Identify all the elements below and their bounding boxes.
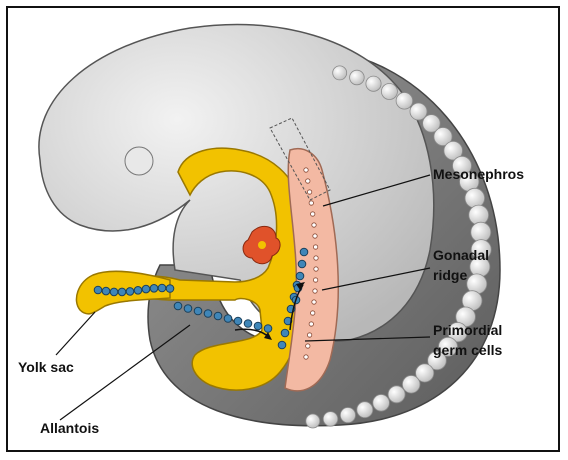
germ-cell: [280, 328, 290, 338]
tubule-dot: [312, 244, 319, 250]
somite: [380, 83, 398, 100]
leader-allantois: [59, 324, 191, 421]
germ-cell: [157, 283, 167, 293]
somite: [356, 401, 374, 419]
tubule-dot: [311, 299, 317, 305]
somite: [409, 102, 428, 121]
tubule-dot: [312, 233, 318, 239]
somite: [332, 65, 348, 81]
somite: [447, 322, 468, 343]
germ-cell: [93, 285, 103, 295]
tubule-dot: [303, 167, 309, 173]
tubule-dot: [306, 189, 313, 195]
tubule-dot: [303, 354, 309, 360]
heart-center: [258, 241, 266, 249]
label-gonadal-ridge-1: Gonadal: [433, 247, 490, 263]
somite: [339, 407, 356, 424]
somite: [372, 394, 390, 412]
tubule-dot: [310, 310, 316, 316]
germ-cell: [223, 314, 233, 323]
migration-arrowhead-1: [264, 332, 272, 340]
label-yolk-sac: Yolk sac: [18, 359, 74, 375]
germ-cell: [213, 311, 223, 321]
germ-cell: [297, 259, 307, 269]
leader-yolk-sac: [55, 311, 96, 356]
germ-cell: [277, 340, 287, 350]
germ-cell: [141, 284, 151, 294]
germ-cell: [101, 286, 111, 296]
mesonephros: [284, 148, 339, 392]
tubule-dot: [305, 343, 311, 349]
somite: [349, 69, 365, 86]
label-primordial-1: Primordial: [433, 322, 503, 338]
germ-cell: [165, 284, 175, 293]
somite: [305, 413, 321, 429]
germ-cell: [233, 316, 243, 326]
germ-cell: [299, 247, 309, 257]
germ-cell: [295, 271, 305, 281]
germ-cell: [253, 321, 263, 331]
migration-arrowhead-2: [296, 282, 305, 290]
somite: [468, 204, 490, 226]
germ-cell: [193, 306, 203, 316]
leader-gonadal-ridge: [321, 267, 431, 291]
somite: [415, 363, 435, 383]
somite: [464, 187, 486, 209]
tubule-dot: [308, 200, 314, 206]
tubule-dot: [312, 277, 319, 283]
somite: [433, 127, 453, 147]
tubule-dot: [312, 288, 318, 294]
somite: [395, 92, 414, 110]
somite: [422, 114, 441, 133]
somites: [305, 65, 492, 429]
somite: [365, 75, 382, 92]
label-gonadal-ridge-2: ridge: [433, 267, 468, 283]
somite: [438, 336, 458, 357]
germ-cell: [263, 324, 273, 333]
somite: [427, 350, 447, 371]
somite: [443, 140, 463, 161]
tubule-dot: [313, 266, 319, 272]
label-allantois: Allantois: [40, 420, 100, 436]
germ-cell: [117, 287, 127, 297]
tubule-dot: [311, 222, 317, 228]
somite: [402, 375, 421, 394]
germ-cell: [125, 287, 135, 296]
leader-mesonephros: [322, 174, 431, 207]
germ-cell: [149, 284, 159, 293]
pronephros-outline: [269, 117, 331, 201]
label-mesonephros: Mesonephros: [433, 166, 525, 182]
tubule-dot: [310, 211, 316, 217]
germ-cell: [183, 304, 193, 313]
somite: [387, 385, 406, 404]
germ-cell: [133, 286, 143, 295]
label-primordial-2: germ cells: [433, 342, 503, 358]
germ-cell: [109, 287, 119, 297]
tubule-dot: [308, 321, 314, 327]
eye-bump: [124, 146, 154, 176]
tubule-dot: [313, 255, 319, 261]
mesonephros-tubules: [303, 167, 319, 360]
somite: [470, 221, 492, 243]
tubule-dot: [306, 332, 313, 338]
somite: [322, 411, 339, 427]
leader-primordial: [304, 336, 431, 342]
germ-cell: [173, 301, 183, 311]
germ-cell: [243, 319, 253, 328]
tubule-dot: [305, 178, 311, 184]
germ-cell: [203, 309, 213, 318]
